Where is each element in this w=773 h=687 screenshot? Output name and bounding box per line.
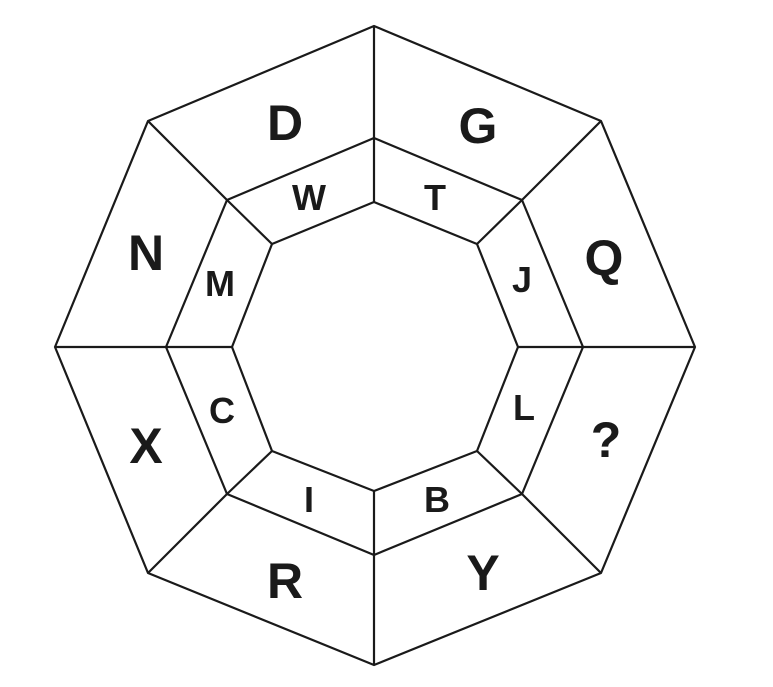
inner-spoke-bottom-right: [476, 450, 523, 495]
inner-spoke-bottom-left: [226, 450, 273, 495]
outer-letter-left-upper: N: [128, 225, 164, 281]
inner-letter-bottom-right: B: [424, 479, 450, 520]
spoke-top-right: [521, 120, 602, 201]
inner-letter-bottom-left: I: [304, 479, 314, 520]
outer-letter-right-upper: Q: [585, 230, 624, 286]
outer-letter-top-right: G: [459, 98, 498, 154]
inner-letter-right-upper: J: [512, 259, 532, 300]
inner-letter-top-left: W: [292, 177, 326, 218]
inner-octagon: [230, 200, 520, 493]
spoke-bottom-right: [521, 493, 602, 574]
spoke-top-left: [147, 120, 228, 201]
outer-letter-right-lower: ?: [591, 412, 622, 468]
outer-letter-top-left: D: [267, 95, 303, 151]
inner-letter-left-upper: M: [205, 263, 235, 304]
inner-letter-right-lower: L: [513, 387, 535, 428]
inner-letter-left-lower: C: [209, 390, 235, 431]
inner-spoke-top-left: [226, 199, 273, 245]
outer-letter-bottom-right: Y: [466, 545, 499, 601]
outer-letter-bottom-left: R: [267, 553, 303, 609]
inner-spoke-top-right: [476, 199, 523, 245]
spoke-bottom-left: [147, 493, 228, 574]
outer-letter-left-lower: X: [129, 418, 162, 474]
inner-letter-top-right: T: [424, 177, 446, 218]
